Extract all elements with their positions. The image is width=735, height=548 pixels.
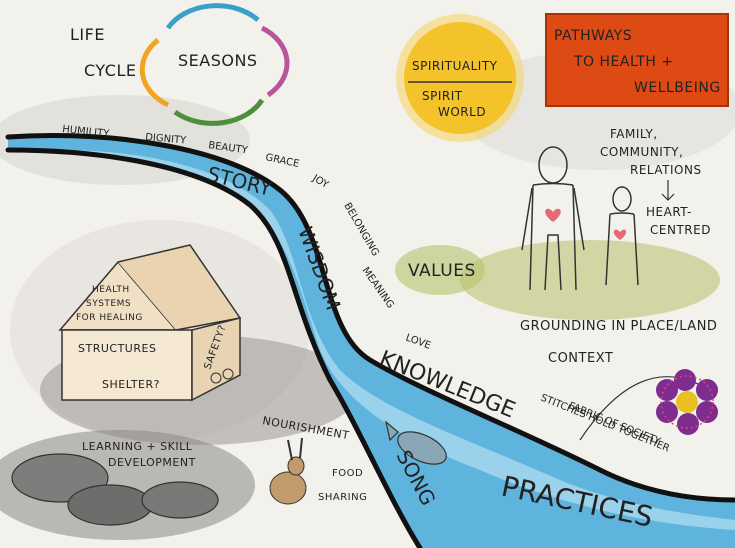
dignity-label: DIGNITY xyxy=(145,132,188,147)
family-label: FAMILY, xyxy=(610,127,658,141)
community-label: COMMUNITY, xyxy=(600,145,683,159)
title-box: PATHWAYS TO HEALTH + WELLBEING xyxy=(545,13,729,107)
meaning-label: MEANING xyxy=(360,265,396,310)
house-roof-side xyxy=(117,244,242,331)
roof-line-1: HEALTH xyxy=(92,285,130,295)
child-heart-icon xyxy=(613,229,627,240)
relations-label: RELATIONS xyxy=(630,163,702,177)
house: HEALTH SYSTEMS FOR HEALING STRUCTURES SH… xyxy=(58,244,242,402)
flower-icon xyxy=(656,369,718,435)
title-line-3: WELLBEING xyxy=(634,80,721,96)
grass-ground xyxy=(460,240,720,320)
development-label: DEVELOPMENT xyxy=(108,456,196,469)
rabbit-icon xyxy=(269,437,307,505)
joy-label: JOY xyxy=(310,173,331,192)
spirituality-label: SPIRITUALITY xyxy=(412,59,498,73)
title-line-1: PATHWAYS xyxy=(554,28,632,44)
love-label: LOVE xyxy=(404,332,432,351)
grace-label: GRACE xyxy=(264,152,300,170)
food-label: FOOD xyxy=(332,468,363,479)
grounding-label: GROUNDING IN PLACE/LAND xyxy=(520,319,717,334)
roof-line-3: FOR HEALING xyxy=(76,313,143,323)
shelter-label: SHELTER? xyxy=(102,378,160,391)
seasons-label: SEASONS xyxy=(178,51,258,70)
fish xyxy=(385,420,447,465)
family-text: FAMILY, COMMUNITY, RELATIONS HEART- CENT… xyxy=(520,127,717,366)
spirit-label: SPIRIT xyxy=(422,89,463,103)
adult-heart-icon xyxy=(545,208,561,222)
life-label: LIFE xyxy=(70,25,105,44)
river-bank-lower xyxy=(5,147,423,548)
arrow-down-icon xyxy=(661,180,675,201)
belonging-label: BELONGING xyxy=(341,201,380,258)
family-figures xyxy=(521,146,639,291)
hill-and-flower: STITCHES HOLD TOGETHER FABRIC OF SOCIETY xyxy=(539,369,718,455)
sharing-label: SHARING xyxy=(318,492,367,503)
spirituality-sun: SPIRITUALITY SPIRIT WORLD xyxy=(396,14,524,142)
roof-line-2: SYSTEMS xyxy=(86,299,131,309)
stones xyxy=(11,453,219,526)
context-label: CONTEXT xyxy=(548,351,613,366)
values-label: VALUES xyxy=(408,261,476,281)
stitches-line-2: FABRIC OF SOCIETY xyxy=(567,401,663,448)
heart-label: HEART- xyxy=(646,205,692,219)
humility-label: HUMILITY xyxy=(62,124,111,140)
river xyxy=(5,133,735,548)
river-water xyxy=(8,135,735,548)
learning-label: LEARNING + SKILL xyxy=(82,440,193,453)
title-line-2: TO HEALTH + xyxy=(573,54,674,70)
house-front-wall xyxy=(61,329,193,401)
values-grass xyxy=(395,245,485,295)
river-bank-upper xyxy=(5,133,735,503)
seasons-cycle: LIFE CYCLE SEASONS xyxy=(70,3,290,126)
child-head xyxy=(612,186,632,212)
cycle-label: CYCLE xyxy=(84,61,136,80)
world-label: WORLD xyxy=(438,105,486,119)
centred-label: CENTRED xyxy=(650,223,711,237)
structures-label: STRUCTURES xyxy=(78,342,156,355)
